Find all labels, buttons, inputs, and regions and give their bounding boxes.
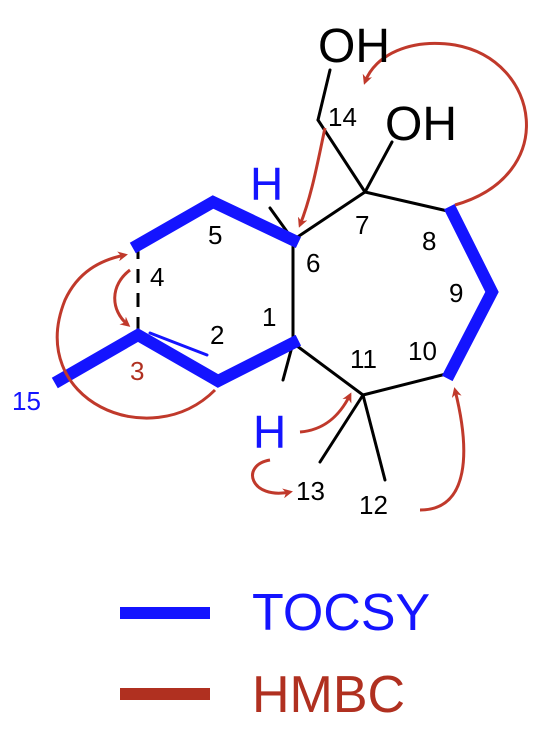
bond-c11-c10 [361, 371, 452, 397]
hmbc-h13-to-c1 [251, 458, 293, 499]
hmbc-h14-to-c6 [297, 127, 327, 228]
hmbc-h15-to-c4 [56, 251, 217, 420]
carbon-label-8: 8 [422, 226, 436, 256]
bond-c1-c11 [291, 341, 365, 397]
hmbc-h4-to-c3 [113, 268, 131, 327]
carbon-label-2: 2 [210, 320, 224, 350]
bond-c6-c7 [291, 190, 367, 242]
legend: TOCSY HMBC [120, 584, 430, 724]
carbon-label-5: 5 [208, 220, 222, 250]
oh-label-top: OH [318, 20, 390, 73]
h-label-bottom: H [253, 406, 286, 458]
oh-label-right: OH [385, 98, 457, 151]
carbon-label-11: 11 [350, 344, 377, 374]
hmbc-arrows [56, 41, 528, 512]
hmbc-h12-to-c10 [419, 387, 466, 512]
skeleton-bonds [148, 68, 454, 482]
carbon-label-4: 4 [150, 262, 164, 292]
tocsy-c4-c5-c6 [129, 195, 301, 254]
bond-c14-c7 [316, 118, 367, 194]
carbon-label-7: 7 [355, 210, 369, 240]
hmbc-h1-to-c11 [299, 392, 352, 434]
carbon-label-13: 13 [296, 476, 325, 506]
tocsy-bonds [51, 195, 499, 389]
bond-c7-oh [363, 140, 394, 194]
carbon-label-12: 12 [359, 490, 388, 520]
carbon-label-15: 15 [12, 386, 41, 416]
carbon-label-1: 1 [262, 302, 276, 332]
carbon-label-9: 9 [449, 278, 463, 308]
tocsy-c1-c2-c3-c15 [51, 328, 302, 389]
legend-hmbc-label: HMBC [252, 666, 405, 724]
bond-c2-c3-double [148, 331, 209, 357]
bond-c11-c12 [361, 393, 387, 482]
carbon-label-3: 3 [130, 356, 144, 386]
bond-c14-oh [316, 68, 332, 122]
legend-tocsy-label: TOCSY [252, 584, 430, 642]
carbon-label-6: 6 [306, 248, 320, 278]
h-label-top: H [250, 158, 283, 210]
hmbc-h8-to-c14 [362, 41, 528, 207]
bond-c11-c13 [318, 393, 365, 464]
carbon-label-14: 14 [328, 102, 357, 132]
tocsy-c8-c9-c10 [441, 203, 499, 382]
carbon-label-10: 10 [408, 336, 437, 366]
bond-c7-c8 [363, 190, 454, 214]
